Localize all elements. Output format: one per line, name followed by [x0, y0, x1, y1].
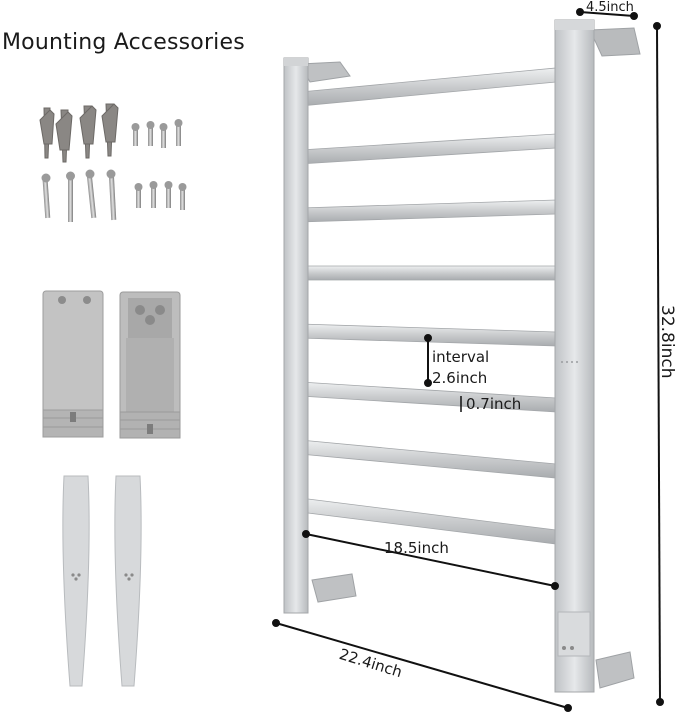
interval-label: interval	[432, 348, 490, 366]
depth-line	[579, 11, 635, 17]
rack-bracket-top-right	[589, 27, 641, 57]
small-screw-group-top	[131, 119, 183, 148]
towel-bar	[299, 199, 557, 223]
bar-diameter-label: 0.7inch	[466, 395, 522, 413]
overall-width-line	[275, 622, 569, 709]
inner-width-line	[305, 533, 556, 587]
long-screw-group	[41, 169, 117, 222]
height-label: 32.8inch	[657, 305, 677, 379]
towel-bar-group	[295, 67, 557, 545]
towel-bar	[299, 497, 557, 545]
towel-bar	[299, 439, 557, 479]
rack-bracket-bottom-right	[595, 651, 635, 689]
interval-value: 2.6inch	[432, 369, 488, 387]
accessories-title: Mounting Accessories	[2, 30, 245, 55]
inner-width-label: 18.5inch	[384, 539, 449, 557]
rack-post-left	[283, 57, 309, 614]
height-line	[656, 25, 661, 703]
control-dots	[561, 361, 578, 363]
towel-bar	[299, 265, 557, 281]
support-strip-left	[62, 475, 90, 687]
rack-post-right	[554, 19, 595, 693]
wall-bracket-front	[42, 290, 104, 438]
wall-bracket-back	[119, 291, 181, 439]
towel-bar	[299, 133, 557, 165]
wall-anchor-group	[39, 103, 119, 163]
support-strip-right	[114, 475, 142, 687]
small-screw-group-bottom	[134, 181, 187, 210]
depth-label: 4.5inch	[586, 0, 634, 15]
rack-bracket-bottom-left	[311, 573, 357, 603]
dimension-lines	[272, 8, 664, 712]
